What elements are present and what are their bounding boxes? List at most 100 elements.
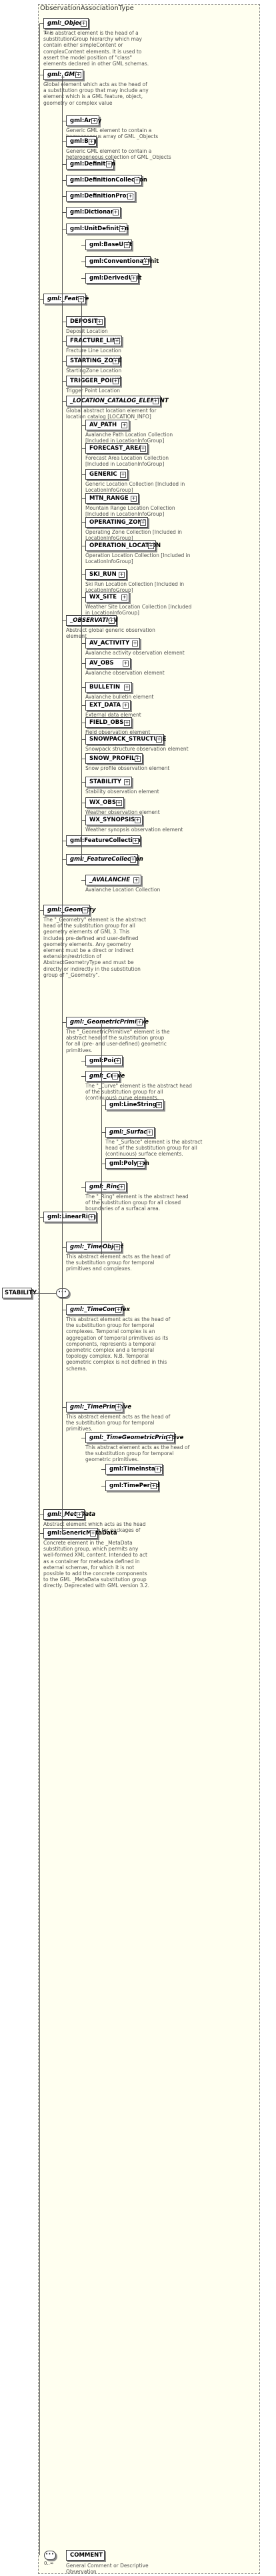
expand-icon[interactable]: + (97, 319, 103, 325)
schema-element[interactable]: AV_OBS+ (85, 658, 131, 669)
expand-icon[interactable]: + (167, 1435, 173, 1441)
schema-element[interactable]: gml:LinearRing+ (43, 1212, 97, 1222)
schema-element[interactable]: OPERATION_LOCATION+ (85, 540, 161, 551)
expand-icon[interactable]: + (89, 1214, 95, 1220)
expand-icon[interactable]: + (124, 720, 130, 726)
schema-element[interactable]: gml:Point+ (85, 1055, 123, 1066)
schema-element[interactable]: gml:_Ring+ (85, 1182, 127, 1192)
expand-icon[interactable]: + (114, 1244, 120, 1250)
expand-icon[interactable]: + (127, 193, 133, 199)
expand-icon[interactable]: + (137, 1161, 143, 1167)
schema-element[interactable]: STABILITY+ (85, 777, 132, 787)
expand-icon[interactable]: + (140, 520, 146, 526)
schema-element[interactable]: gml:_GeometricPrimitive+ (66, 1017, 149, 1027)
schema-element[interactable]: gml:_Feature+ (43, 294, 89, 304)
schema-element[interactable]: gml:_TimeComplex+ (66, 1304, 130, 1315)
expand-icon[interactable]: + (106, 161, 112, 167)
schema-element[interactable]: WX_OBS+ (85, 797, 124, 808)
expand-icon[interactable]: + (151, 1483, 157, 1489)
schema-element[interactable]: DEPOSIT+ (66, 316, 105, 327)
expand-icon[interactable]: + (130, 857, 136, 863)
expand-icon[interactable]: + (156, 1102, 162, 1108)
schema-element[interactable]: _AVALANCHE+ (85, 875, 141, 885)
schema-element[interactable]: gml:Bag+ (66, 136, 97, 147)
expand-icon[interactable]: + (137, 1019, 143, 1025)
expand-icon[interactable]: + (123, 661, 129, 667)
schema-element[interactable]: gml:Definition+ (66, 159, 115, 169)
expand-icon[interactable]: + (135, 817, 141, 823)
schema-element[interactable]: GENERIC+ (85, 469, 128, 480)
expand-icon[interactable]: + (119, 226, 125, 232)
expand-icon[interactable]: + (120, 472, 126, 478)
schema-element[interactable]: WX_SYNOPSIS+ (85, 815, 143, 825)
expand-icon[interactable]: + (133, 838, 139, 844)
expand-icon[interactable]: + (114, 338, 120, 344)
schema-element[interactable]: EXT_DATA+ (85, 700, 131, 711)
expand-icon[interactable]: + (121, 422, 127, 428)
expand-icon[interactable]: + (81, 21, 87, 27)
schema-element[interactable]: _OBSERVATION+ (66, 615, 118, 626)
schema-element[interactable]: gml:_Curve+ (85, 1071, 125, 1082)
schema-element[interactable]: AV_PATH+ (85, 420, 129, 430)
schema-element[interactable]: AV_ACTIVITY+ (85, 638, 140, 649)
schema-element[interactable]: gml:_Object+ (43, 18, 89, 29)
expand-icon[interactable]: + (115, 1058, 121, 1064)
schema-element[interactable]: SNOWPACK_STRUCTURE+ (85, 734, 167, 745)
expand-icon[interactable]: + (148, 543, 154, 549)
schema-element[interactable]: gml:Polygon+ (105, 1158, 149, 1169)
expand-icon[interactable]: + (133, 877, 139, 883)
expand-icon[interactable]: + (112, 1074, 118, 1080)
expand-icon[interactable]: + (135, 756, 141, 762)
expand-icon[interactable]: + (124, 242, 130, 248)
schema-element[interactable]: gml:_GML+ (43, 69, 83, 80)
expand-icon[interactable]: + (119, 1184, 125, 1190)
schema-element[interactable]: gml:_Geometry+ (43, 905, 96, 915)
expand-icon[interactable]: + (132, 640, 138, 647)
schema-element[interactable]: MTN_RANGE+ (85, 493, 139, 504)
expand-icon[interactable]: + (75, 72, 81, 78)
expand-icon[interactable]: + (109, 618, 115, 624)
schema-element[interactable]: gml:_Surface+ (105, 1127, 155, 1138)
expand-icon[interactable]: + (115, 1307, 121, 1313)
schema-element[interactable]: TRIGGER_POINT+ (66, 376, 121, 386)
schema-element[interactable]: gml:DerivedUnit+ (85, 273, 142, 284)
comment-element[interactable]: COMMENT (66, 2550, 105, 2561)
expand-icon[interactable]: + (89, 139, 95, 145)
expand-icon[interactable]: + (113, 209, 119, 216)
expand-icon[interactable]: + (113, 358, 119, 364)
expand-icon[interactable]: + (156, 737, 162, 743)
root-element[interactable]: STABILITY (2, 1288, 37, 1298)
expand-icon[interactable]: + (82, 907, 88, 913)
choice-compositor-bottom[interactable]: ··· (44, 2551, 56, 2560)
schema-element[interactable]: gml:TimeInstant+ (105, 1464, 163, 1474)
expand-icon[interactable]: + (124, 685, 130, 691)
expand-icon[interactable]: + (143, 259, 149, 265)
expand-icon[interactable]: + (153, 398, 159, 404)
expand-icon[interactable]: + (131, 276, 137, 282)
expand-icon[interactable]: + (134, 177, 140, 183)
schema-element[interactable]: gml:LineString+ (105, 1100, 164, 1110)
schema-element[interactable]: SKI_RUN+ (85, 569, 127, 580)
expand-icon[interactable]: + (115, 1404, 121, 1410)
expand-icon[interactable]: + (155, 1466, 161, 1472)
expand-icon[interactable]: + (123, 703, 129, 709)
schema-element[interactable]: gml:_FeatureCollection+ (66, 854, 143, 865)
schema-element[interactable]: STARTING_ZONE+ (66, 356, 122, 366)
schema-element[interactable]: gml:TimePeriod+ (105, 1480, 160, 1491)
schema-element[interactable]: gml:Array+ (66, 115, 101, 126)
schema-element[interactable]: gml:BaseUnit+ (85, 240, 132, 250)
expand-icon[interactable]: + (91, 118, 97, 124)
schema-element[interactable]: gml:DefinitionProxy+ (66, 191, 135, 201)
schema-element[interactable]: gml:GenericMetaData+ (43, 1528, 117, 1539)
schema-element[interactable]: SNOW_PROFILE+ (85, 753, 143, 764)
schema-element[interactable]: gml:ConventionalUnit+ (85, 256, 159, 267)
schema-element[interactable]: OPERATING_ZONE+ (85, 517, 148, 528)
schema-element[interactable]: FORECAST_AREA+ (85, 443, 148, 454)
schema-element[interactable]: BULLETIN+ (85, 682, 132, 693)
expand-icon[interactable]: + (78, 296, 84, 302)
schema-element[interactable]: gml:_TimeGeometricPrimitive+ (85, 1432, 183, 1443)
schema-element[interactable]: _LOCATION_CATALOG_ELEMENT+ (66, 396, 169, 406)
schema-element[interactable]: gml:_TimeObject+ (66, 1242, 123, 1252)
schema-element[interactable]: gml:FeatureCollection+ (66, 835, 141, 846)
expand-icon[interactable]: + (77, 1512, 83, 1518)
